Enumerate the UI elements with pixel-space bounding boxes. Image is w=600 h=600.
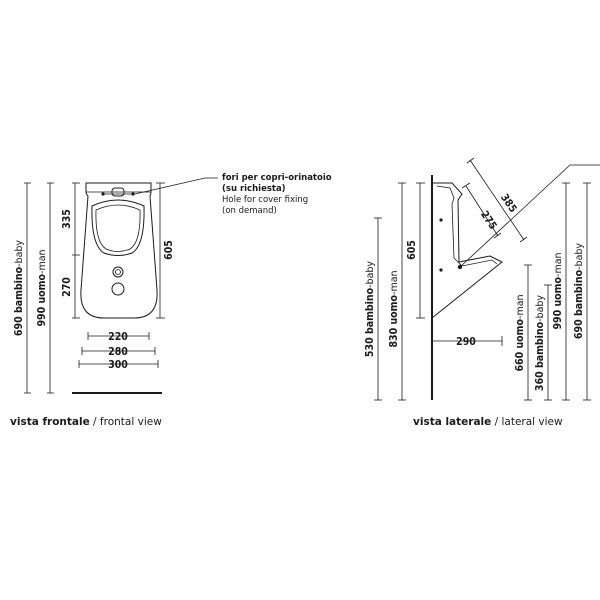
- side-view: 385 275 605 290 530 bambino-baby 830 uom…: [364, 157, 600, 428]
- front-note-leader: [134, 177, 218, 195]
- side-dim-830-text: 830 uomo-man: [388, 270, 400, 347]
- side-dim-990-text: 990 uomo-man: [552, 252, 564, 329]
- front-basin-inner: [95, 204, 141, 252]
- front-dim-300-text: 300: [108, 359, 128, 371]
- front-dim-220-text: 220: [108, 331, 128, 343]
- side-urinal-inner: [436, 185, 498, 267]
- side-dim-605-text: 605: [406, 240, 418, 260]
- front-note-line4: (on demand): [222, 206, 277, 216]
- front-dim-990-text: 990 uomo-man: [36, 249, 48, 326]
- front-hole-left: [101, 192, 105, 196]
- side-outlet-mark: [439, 268, 443, 272]
- side-caption: vista laterale / lateral view: [413, 416, 563, 428]
- side-urinal-outline: [431, 182, 503, 319]
- front-view: 335 270 605 220 280 300 690 bambino-baby…: [10, 173, 332, 428]
- side-dim-290-text: 290: [456, 336, 476, 348]
- side-dim-385-line: [469, 159, 525, 241]
- front-basin: [91, 199, 145, 256]
- front-outlet: [111, 282, 125, 296]
- side-dim-275-line: [465, 185, 499, 237]
- front-note-line2: (su richiesta): [222, 184, 286, 194]
- side-dim-690-text: 690 bambino-baby: [573, 243, 585, 340]
- side-dim-660-text: 660 uomo-man: [514, 294, 526, 371]
- front-urinal-outline: [80, 182, 158, 319]
- side-leader: [459, 164, 600, 268]
- front-note-line1: fori per copri-orinatoio: [222, 173, 332, 183]
- front-note-line3: Hole for cover fixing: [222, 195, 308, 205]
- side-dim-360-text: 360 bambino-baby: [534, 295, 546, 392]
- side-dim-385-text: 385: [498, 192, 519, 215]
- front-dim-335-text: 335: [61, 209, 73, 229]
- front-caption: vista frontale / frontal view: [10, 416, 162, 428]
- front-dim-280-text: 280: [108, 346, 128, 358]
- front-dim-605-text: 605: [163, 240, 175, 260]
- side-inlet-mark: [439, 218, 443, 222]
- front-drain-outer: [112, 266, 124, 278]
- front-inlet: [111, 187, 125, 197]
- side-dim-530-text: 530 bambino-baby: [364, 261, 376, 358]
- side-dim-275-text: 275: [478, 209, 499, 232]
- front-drain-inner: [115, 269, 121, 275]
- front-dim-690-text: 690 bambino-baby: [13, 240, 25, 337]
- front-dim-270-text: 270: [61, 277, 73, 297]
